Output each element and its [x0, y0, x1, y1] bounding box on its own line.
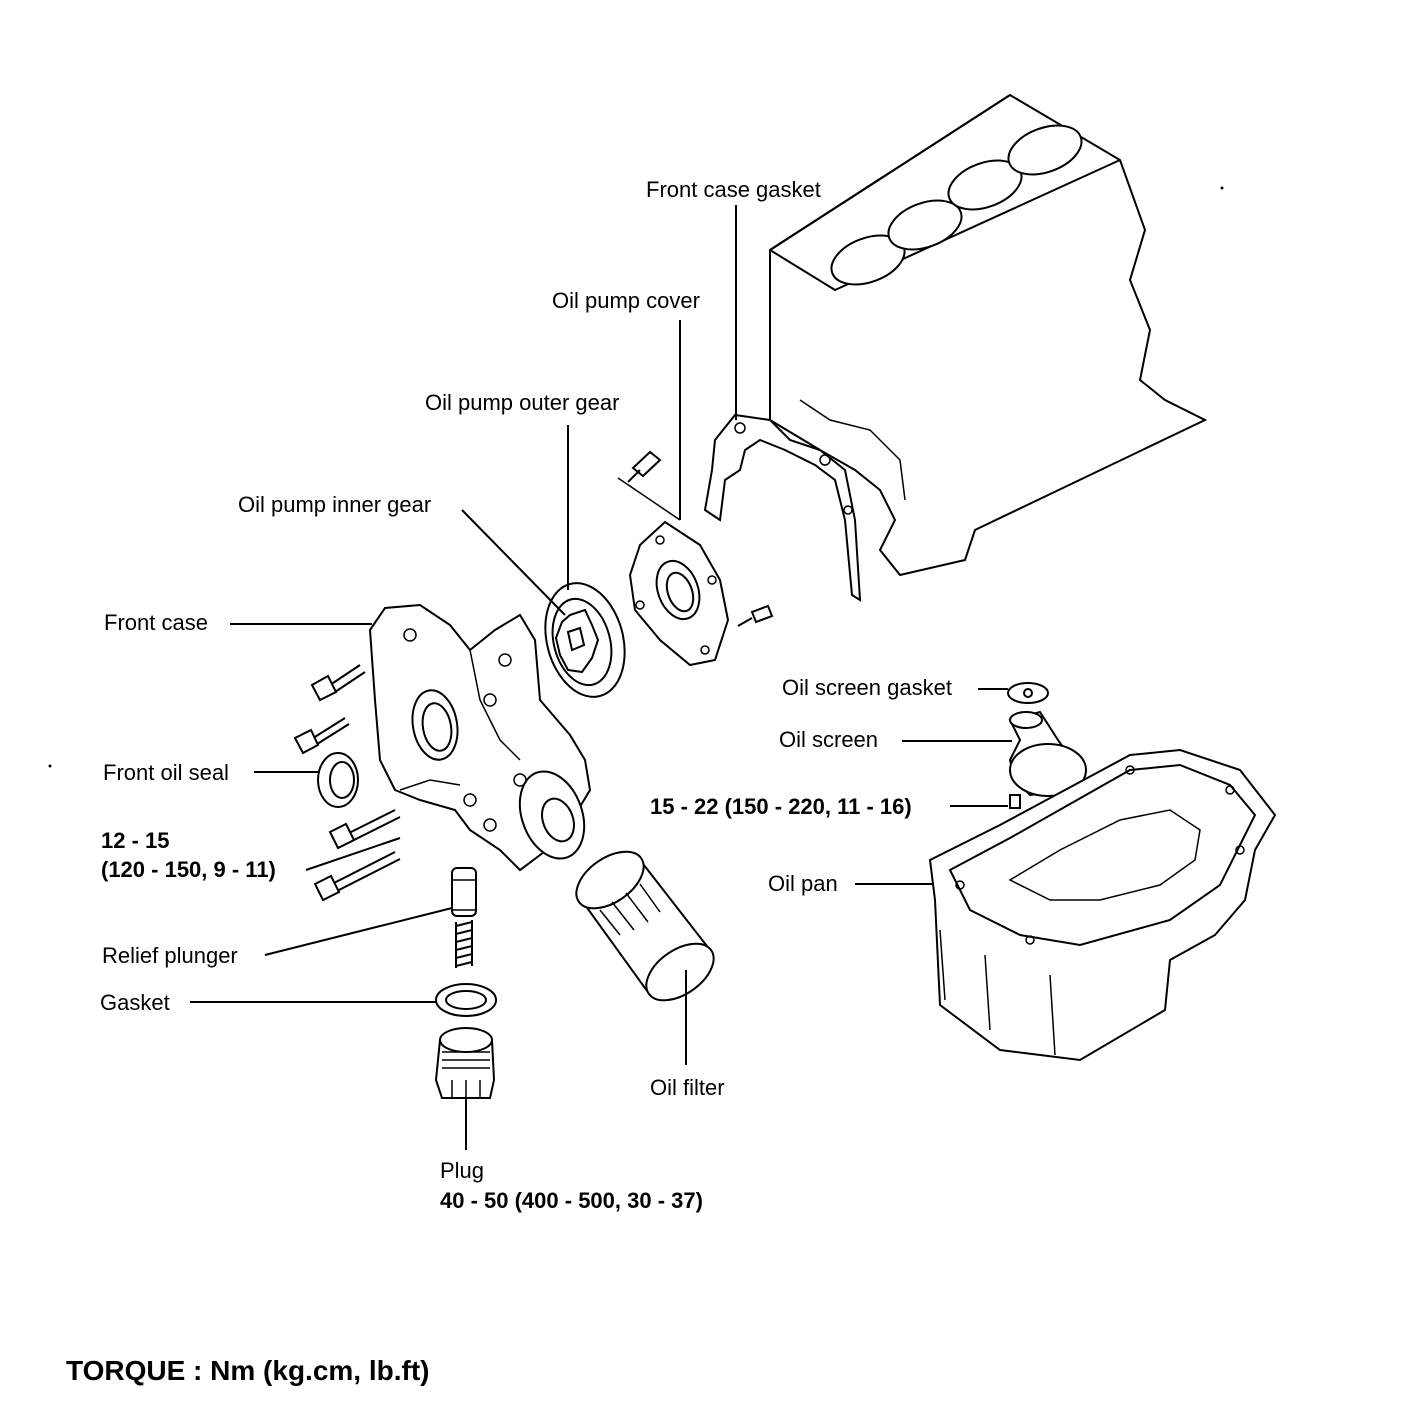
- label-relief-plunger: Relief plunger: [102, 943, 238, 968]
- engine-block: [769, 93, 1208, 577]
- label-gasket: Gasket: [100, 990, 170, 1015]
- oil-screen: [1008, 710, 1087, 797]
- label-oil-screen-gasket: Oil screen gasket: [782, 675, 952, 700]
- front-case-gasket: [703, 413, 862, 602]
- cover-bolt-upper: [627, 450, 662, 483]
- label-plug: Plug: [440, 1158, 485, 1183]
- gasket-ring: [435, 983, 497, 1017]
- scan-speck: [48, 764, 52, 768]
- label-oil-pump-cover: Oil pump cover: [552, 288, 700, 313]
- label-front-case-gasket: Front case gasket: [646, 177, 821, 202]
- label-front-oil-seal: Front oil seal: [103, 760, 229, 785]
- label-oil-pan: Oil pan: [768, 871, 838, 896]
- relief-plunger: [451, 867, 477, 968]
- cover-bolt-line: [617, 477, 681, 521]
- oil-screen-gasket: [1007, 682, 1049, 704]
- front-case: [368, 603, 592, 872]
- cover-bolt-lower: [737, 604, 774, 627]
- torque-units-note: TORQUE : Nm (kg.cm, lb.ft): [66, 1355, 430, 1386]
- front-oil-seal: [317, 752, 359, 808]
- label-oil-pump-inner-gear: Oil pump inner gear: [238, 492, 432, 517]
- label-bolt-torque-line1: 12 - 15: [101, 828, 170, 853]
- oil-pump-cover: [628, 520, 730, 667]
- label-front-case: Front case: [104, 610, 208, 635]
- leader-lines: [190, 205, 1012, 1150]
- front-case-bolts: [293, 664, 401, 902]
- label-oil-screen-torque: 15 - 22 (150 - 220, 11 - 16): [650, 794, 912, 819]
- label-oil-filter: Oil filter: [650, 1075, 725, 1100]
- plug: [434, 1027, 496, 1099]
- label-bolt-torque-line2: (120 - 150, 9 - 11): [101, 857, 276, 882]
- label-oil-screen: Oil screen: [779, 727, 879, 752]
- label-oil-pump-outer-gear: Oil pump outer gear: [425, 390, 620, 415]
- scan-speck: [1220, 186, 1224, 190]
- oil-filter: [575, 850, 715, 1002]
- oil-pump-inner-gear: [554, 608, 600, 674]
- oil-pan: [928, 748, 1277, 1062]
- label-plug-torque: 40 - 50 (400 - 500, 30 - 37): [440, 1188, 703, 1213]
- oil-screen-bolt: [1009, 794, 1021, 809]
